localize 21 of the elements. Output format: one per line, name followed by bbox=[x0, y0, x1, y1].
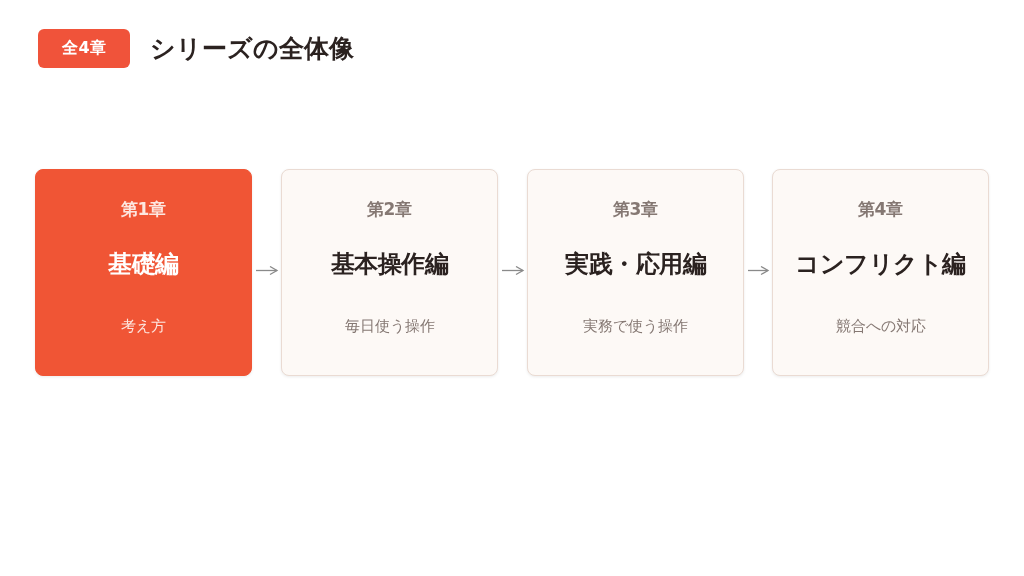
chapter-description: 実務で使う操作 bbox=[582, 317, 689, 336]
chapter-card bbox=[35, 169, 252, 376]
chapter-description: 競合への対応 bbox=[834, 317, 927, 336]
chapter-number: 第3章 bbox=[611, 198, 660, 221]
chapter-card bbox=[527, 169, 744, 376]
chapter-number: 第2章 bbox=[365, 198, 414, 221]
chapter-number: 第4章 bbox=[856, 198, 905, 221]
chapter-description: 考え方 bbox=[120, 317, 167, 336]
chapter-title: 基本操作編 bbox=[329, 249, 450, 280]
chapter-count-badge: 全4章 bbox=[38, 29, 130, 68]
chapter-number: 第1章 bbox=[119, 198, 168, 221]
arrow bbox=[747, 265, 769, 276]
chapter-title: コンフリクト編 bbox=[794, 249, 967, 280]
chapter-card bbox=[772, 169, 989, 376]
chapter-title: 実践・応用編 bbox=[564, 249, 707, 280]
chapter-description: 毎日使う操作 bbox=[343, 317, 436, 336]
chapter-title: 基礎編 bbox=[107, 249, 180, 280]
arrow bbox=[501, 265, 524, 276]
arrow bbox=[255, 265, 278, 276]
title: シリーズの全体像 bbox=[150, 33, 354, 65]
chapter-card bbox=[281, 169, 498, 376]
